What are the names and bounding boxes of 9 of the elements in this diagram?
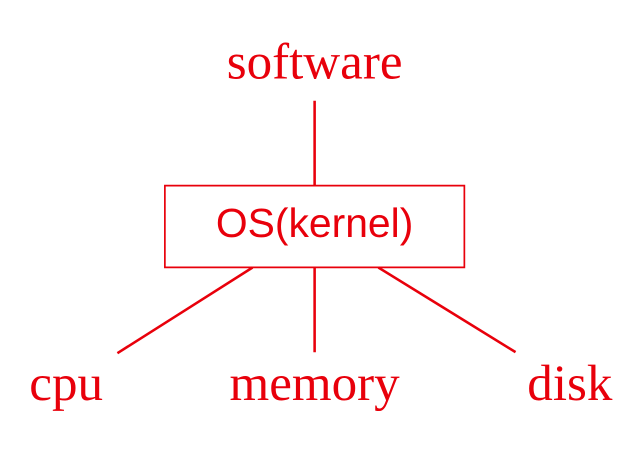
connector [378, 266, 516, 354]
connector [116, 266, 254, 354]
node-text: cpu [29, 356, 104, 412]
node-text: software [226, 34, 402, 90]
node-text: memory [230, 356, 400, 412]
connector [313, 100, 316, 186]
node-box: OS(kernel) [164, 184, 466, 268]
connector [313, 268, 316, 352]
node-text: disk [527, 356, 612, 412]
